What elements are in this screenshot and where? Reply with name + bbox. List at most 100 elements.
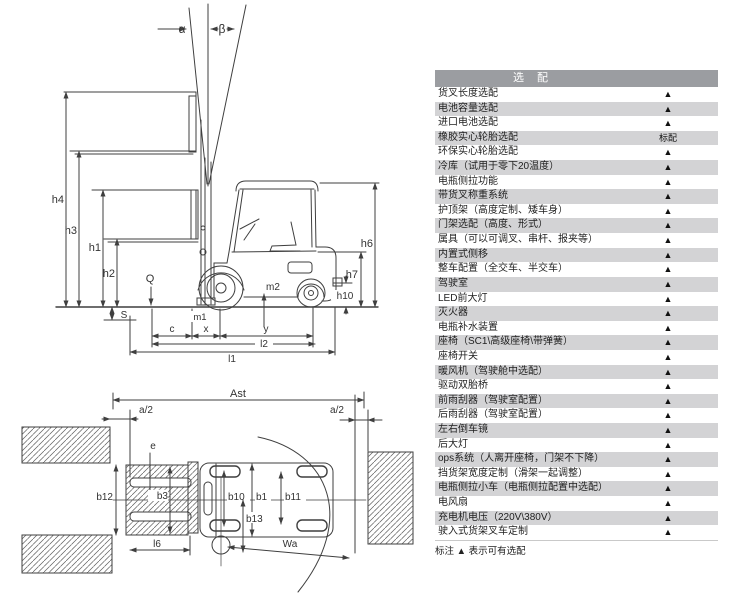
option-label: 冷库（试用于零下20温度） (438, 161, 560, 173)
dim-label-y: y (264, 324, 269, 335)
option-value: ▲ (663, 205, 673, 216)
table-row: 电瓶侧拉功能 ▲ (435, 175, 718, 190)
dim-label-a2-right: a/2 (330, 405, 344, 416)
options-table-footnote: 标注 ▲ 表示可有选配 (435, 546, 526, 557)
dim-label-wa: Wa (283, 539, 298, 550)
top-view: Ast a/2 a/2 (21, 388, 414, 593)
table-row: 座椅（SC1\高级座椅\带弹簧） ▲ (435, 335, 718, 350)
table-row: 驱动双胎桥 ▲ (435, 379, 718, 394)
option-value: ▲ (663, 235, 673, 246)
dim-label-beta: β (219, 22, 226, 36)
option-value: ▲ (663, 381, 673, 392)
table-row: 货叉长度选配 ▲ (435, 87, 718, 102)
option-label: 护顶架（高度定制、矮车身） (438, 204, 568, 216)
option-label: 后雨刮器（驾驶室配置） (438, 409, 548, 421)
table-row: 护顶架（高度定制、矮车身） ▲ (435, 204, 718, 219)
extension-lines (129, 306, 336, 356)
fork-right (129, 511, 192, 522)
rack-blocks (21, 426, 414, 574)
table-row: 电瓶补水装置 ▲ (435, 321, 718, 336)
fork-left (129, 477, 192, 488)
option-label: 暖风机（驾驶舱中选配） (438, 365, 548, 377)
option-label: 灭火器 (438, 307, 468, 319)
option-value: ▲ (663, 103, 673, 114)
option-value: ▲ (663, 512, 673, 523)
dim-label-l2: l2 (260, 339, 268, 350)
option-label: 前雨刮器（驾驶室配置） (438, 394, 548, 406)
dim-label-h4: h4 (52, 194, 64, 206)
raised-load-outline (63, 91, 197, 155)
option-label: 充电机电压（220V\380V） (438, 511, 558, 523)
option-label: 电瓶侧拉小车（电瓶侧拉配置中选配） (438, 482, 608, 494)
option-label: 橡胶实心轮胎选配 (438, 131, 518, 143)
dim-label-alpha: α (179, 22, 186, 36)
dim-label-s: S (121, 310, 128, 321)
option-label: 驶入式货架叉车定制 (438, 526, 528, 538)
option-value: ▲ (663, 308, 673, 319)
table-row: 带货叉称重系统 ▲ (435, 189, 718, 204)
height-dimensions (63, 91, 120, 308)
table-row: 后大灯 ▲ (435, 438, 718, 453)
dim-label-h6: h6 (361, 238, 373, 250)
carriage-bar (187, 461, 199, 534)
option-value: ▲ (663, 366, 673, 377)
forklift-body (197, 180, 343, 302)
dim-label-m1: m1 (193, 312, 206, 323)
table-row: 暖风机（驾驶舱中选配） ▲ (435, 364, 718, 380)
option-label: 电瓶补水装置 (438, 321, 498, 333)
front-wheel (198, 265, 244, 311)
option-label: 电瓶侧拉功能 (438, 175, 498, 187)
option-label: 整车配置（全交车、半交车） (438, 263, 568, 275)
option-value: ▲ (663, 264, 673, 275)
option-label: 属具（可以可调叉、串杆、报夹等） (438, 234, 598, 246)
option-label: 座椅（SC1\高级座椅\带弹簧） (438, 336, 574, 348)
dim-label-b1: b1 (256, 492, 268, 503)
options-table-rows: 货叉长度选配 ▲ 电池容量选配 ▲ 进口电池选配 ▲ 橡胶实心轮胎选配 标配 环… (435, 87, 718, 540)
option-value: 标配 (658, 132, 677, 143)
option-value: ▲ (663, 439, 673, 450)
option-label: 内置式侧移 (438, 248, 488, 260)
table-row: 整车配置（全交车、半交车） ▲ (435, 262, 718, 277)
table-row: 座椅开关 ▲ (435, 350, 718, 365)
table-row: 充电机电压（220V\380V） ▲ (435, 510, 718, 526)
dim-label-b11: b11 (285, 492, 301, 503)
option-label: LED前大灯 (438, 292, 488, 304)
dim-label-q: Q (146, 273, 155, 285)
option-value: ▲ (663, 162, 673, 173)
option-value: ▲ (663, 527, 673, 538)
table-row: LED前大灯 ▲ (435, 292, 718, 307)
option-label: 挡货架宽度定制（滑架一起调整） (438, 467, 588, 479)
table-row: 驾驶室 ▲ (435, 276, 718, 292)
option-value: ▲ (663, 425, 673, 436)
option-value: ▲ (663, 483, 673, 494)
option-label: 电风扇 (438, 497, 468, 509)
option-label: 后大灯 (438, 438, 468, 450)
side-view: α β (52, 3, 380, 365)
option-value: ▲ (663, 293, 673, 304)
table-row: 环保实心轮胎选配 ▲ (435, 145, 718, 160)
dim-label-ast: Ast (230, 388, 246, 400)
dim-label-m2: m2 (266, 282, 280, 293)
option-value: ▲ (663, 498, 673, 509)
right-height-dimensions (317, 182, 380, 315)
option-label: 门架选配（高度、形式） (438, 219, 548, 231)
table-row: 驶入式货架叉车定制 ▲ (435, 525, 718, 540)
option-label: 货叉长度选配 (438, 88, 498, 99)
dim-label-l6: l6 (153, 539, 161, 550)
table-row: 属具（可以可调叉、串杆、报夹等） ▲ (435, 233, 718, 248)
table-row: 左右倒车镜 ▲ (435, 423, 718, 438)
dim-label-b3: b3 (157, 491, 169, 502)
option-value: ▲ (663, 351, 673, 362)
option-label: 带货叉称重系统 (438, 190, 508, 202)
option-label: 左右倒车镜 (438, 424, 488, 436)
dim-label-b10: b10 (228, 492, 245, 503)
dim-label-x: x (204, 324, 209, 335)
options-table-header: 选 配 (435, 70, 718, 87)
option-label: 驱动双胎桥 (438, 380, 488, 392)
table-row: 挡货架宽度定制（滑架一起调整） ▲ (435, 467, 718, 482)
rear-wheel (296, 278, 326, 308)
dim-label-b12: b12 (96, 492, 113, 503)
mast-tilt-lines (157, 3, 247, 187)
dim-label-l1: l1 (228, 354, 236, 365)
